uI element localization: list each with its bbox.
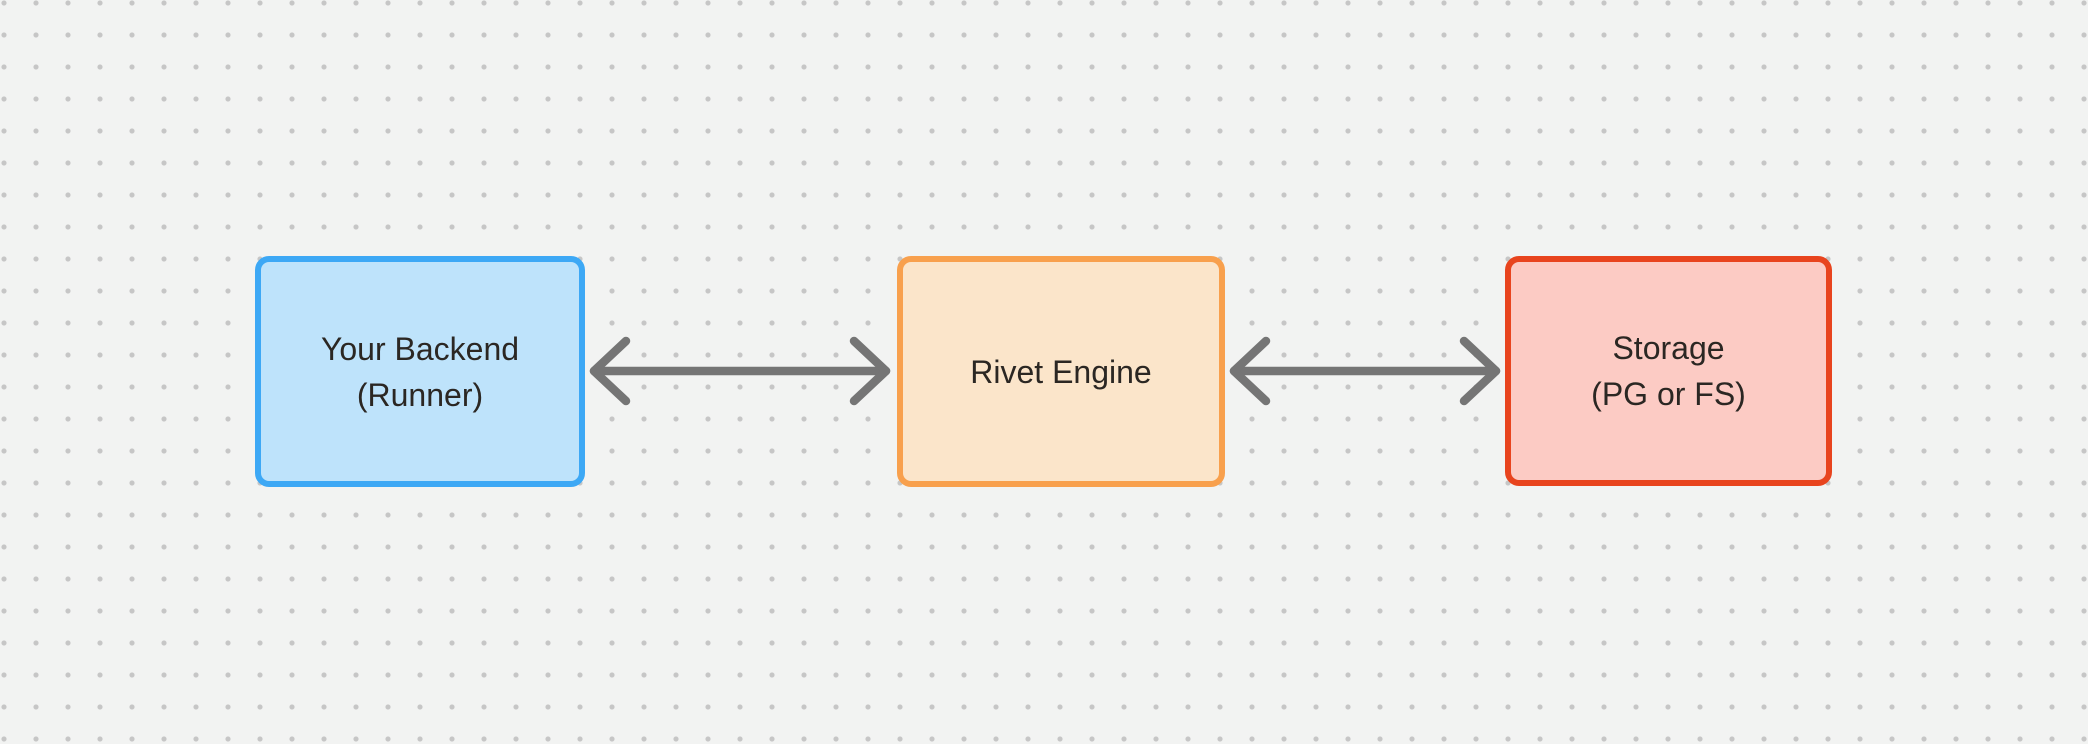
- node-storage-label-line1: Storage: [1612, 330, 1725, 366]
- arrowhead-left-icon: [589, 336, 631, 406]
- node-rivet-engine-label-line1: Rivet Engine: [970, 353, 1152, 390]
- node-your-backend-label-line1: Your Backend: [320, 330, 520, 367]
- arrowhead-right-icon: [1459, 336, 1501, 406]
- node-storage: Storage (PG or FS): [1505, 256, 1832, 486]
- node-your-backend: Your Backend (Runner): [255, 256, 585, 487]
- node-your-backend-label-line2: (Runner): [356, 376, 484, 413]
- arrow-engine-storage-strokes: [1229, 336, 1501, 406]
- node-rivet-engine: Rivet Engine: [897, 256, 1225, 487]
- arrow-backend-engine-strokes: [589, 336, 891, 406]
- arrowhead-left-icon: [1229, 336, 1271, 406]
- arrowhead-right-icon: [849, 336, 891, 406]
- arrow-backend-engine: [589, 336, 891, 406]
- arrow-engine-storage: [1229, 336, 1501, 406]
- node-storage-label-line2: (PG or FS): [1591, 376, 1746, 412]
